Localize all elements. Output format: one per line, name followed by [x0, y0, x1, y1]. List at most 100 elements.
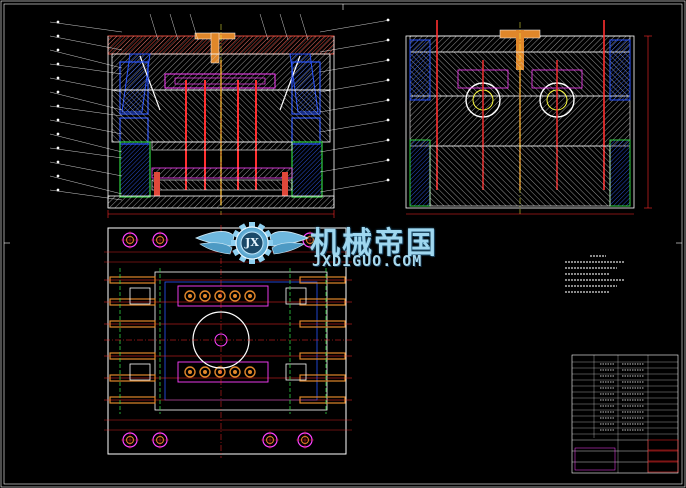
- leader-line: [319, 99, 391, 113]
- leader-dot: [56, 62, 60, 66]
- watermark-logo: [194, 222, 310, 264]
- guide-rail: [109, 352, 156, 360]
- ejector-hole-core: [203, 370, 207, 374]
- leader-line: [149, 13, 159, 41]
- ejector-hole: [214, 366, 226, 378]
- guide-rail: [299, 396, 346, 404]
- ejector-hole: [214, 290, 226, 302]
- leader-dot: [56, 188, 60, 192]
- ejector-hole: [184, 290, 196, 302]
- leader-dot: [56, 76, 60, 80]
- leader-dot: [386, 118, 390, 122]
- support-block: [129, 363, 151, 381]
- leader-line: [279, 13, 289, 41]
- leader-line: [49, 189, 123, 201]
- leader-line: [49, 35, 123, 51]
- leader-line: [49, 91, 123, 111]
- gear-tooth: [231, 240, 237, 246]
- technical-notes: [565, 255, 625, 293]
- guide-rail: [109, 396, 156, 404]
- leader-dot: [56, 160, 60, 164]
- cavity-outline: [177, 361, 269, 383]
- leader-line: [319, 179, 391, 193]
- leader-line: [49, 147, 123, 159]
- guide-rail: [299, 298, 346, 306]
- leader-line: [319, 119, 391, 133]
- front-section-view: [107, 24, 335, 218]
- ejector-hole: [244, 366, 256, 378]
- leader-line: [49, 105, 123, 117]
- leader-line: [319, 139, 391, 153]
- leader-dot: [56, 48, 60, 52]
- support-block: [285, 287, 307, 305]
- leader-dot: [56, 90, 60, 94]
- leader-line: [49, 119, 123, 135]
- guide-rail: [109, 276, 156, 284]
- guide-rail: [109, 374, 156, 382]
- leader-line: [319, 39, 391, 53]
- guide-rail: [299, 320, 346, 328]
- ejector-hole-core: [233, 294, 237, 298]
- ejector-hole-core: [203, 294, 207, 298]
- ejector-hole-core: [218, 294, 222, 298]
- ejector-hole: [229, 290, 241, 302]
- guide-rail: [109, 298, 156, 306]
- leader-line: [49, 133, 123, 153]
- ejector-hole-core: [188, 370, 192, 374]
- ejector-hole-core: [248, 294, 252, 298]
- ejector-hole: [199, 366, 211, 378]
- ejector-hole-core: [188, 294, 192, 298]
- guide-rail: [299, 276, 346, 284]
- leader-line: [319, 59, 391, 73]
- logo-letters: JX: [245, 236, 259, 249]
- leader-line: [169, 13, 179, 41]
- leader-dot: [386, 58, 390, 62]
- leader-dot: [386, 178, 390, 182]
- leader-line: [319, 79, 391, 93]
- leader-line: [49, 161, 123, 177]
- leader-dot: [386, 138, 390, 142]
- leader-dot: [56, 174, 60, 178]
- leader-line: [319, 159, 391, 173]
- leader-dot: [56, 104, 60, 108]
- title-block: [571, 354, 679, 474]
- leader-line: [49, 21, 123, 33]
- leader-dot: [386, 98, 390, 102]
- leader-dot: [56, 34, 60, 38]
- support-block: [129, 287, 151, 305]
- leader-dot: [386, 78, 390, 82]
- leader-dot: [386, 38, 390, 42]
- leader-line: [49, 63, 123, 75]
- ejector-hole-core: [233, 370, 237, 374]
- leader-line: [49, 175, 123, 195]
- watermark-url: JXDIGUO.COM: [312, 252, 423, 270]
- ejector-hole-core: [248, 370, 252, 374]
- leader-line: [49, 77, 123, 93]
- guide-rail: [299, 374, 346, 382]
- part-leaders: [49, 13, 391, 201]
- leader-dot: [56, 132, 60, 136]
- leader-dot: [386, 18, 390, 22]
- leader-dot: [56, 118, 60, 122]
- leader-line: [189, 13, 199, 41]
- ejector-hole: [229, 366, 241, 378]
- ejector-hole: [199, 290, 211, 302]
- side-section-view: [405, 20, 652, 215]
- leader-line: [259, 13, 269, 41]
- leader-line: [299, 13, 309, 41]
- leader-line: [319, 19, 391, 33]
- support-block: [285, 363, 307, 381]
- guide-rail: [109, 320, 156, 328]
- ejector-hole: [184, 366, 196, 378]
- cavity-outline: [177, 285, 269, 307]
- gear-tooth: [267, 240, 273, 246]
- ejector-hole-core: [218, 370, 222, 374]
- leader-dot: [56, 20, 60, 24]
- guide-rail: [299, 352, 346, 360]
- leader-dot: [56, 146, 60, 150]
- ejector-hole: [244, 290, 256, 302]
- watermark-brand: 机械帝国: [310, 226, 438, 261]
- leader-line: [49, 49, 123, 69]
